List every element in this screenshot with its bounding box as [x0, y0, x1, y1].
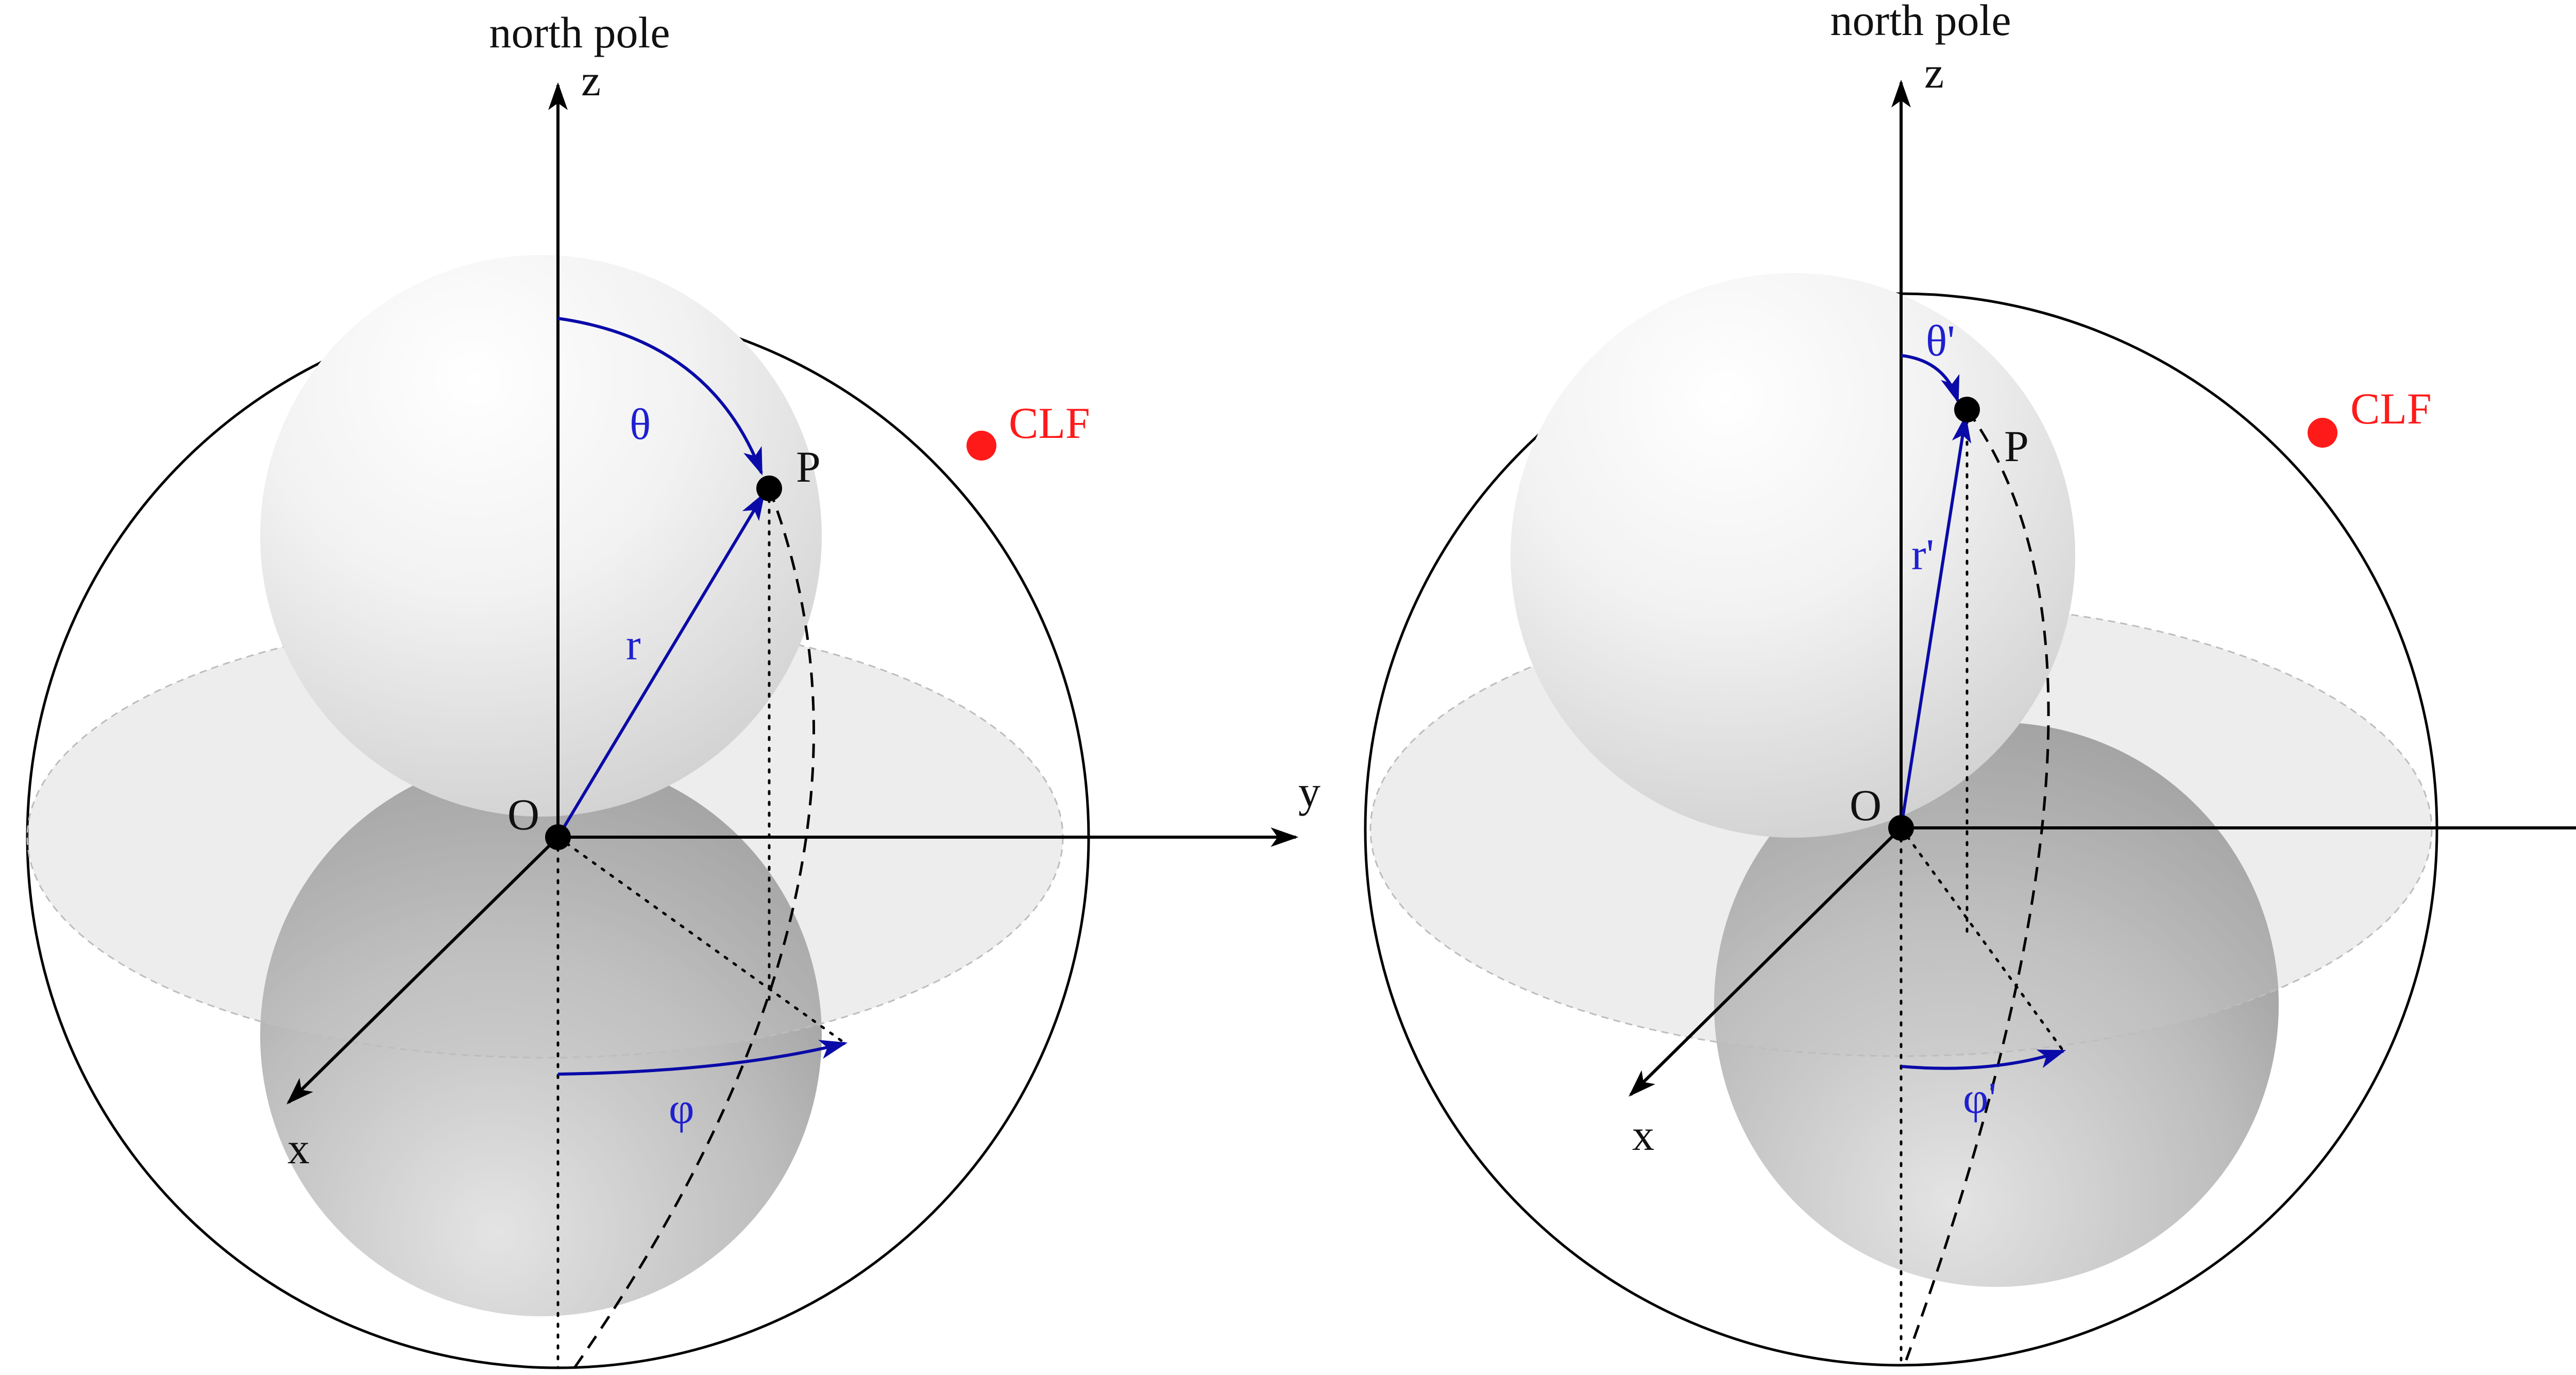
origin-label: O	[1850, 780, 1882, 830]
x-axis	[1629, 826, 1903, 1097]
meridian-arc	[573, 488, 815, 1369]
radius-label: r	[626, 620, 641, 669]
azimuth-angle-label: φ	[669, 1083, 694, 1133]
lower-lobe	[1714, 722, 2279, 1287]
azimuth-angle-arc	[557, 1040, 848, 1076]
x-axis	[286, 836, 560, 1105]
polar-angle-label: θ'	[1926, 316, 1955, 365]
polar-angle-arc	[557, 317, 763, 476]
right-panel: north pole z y x O P CLF r' θ' φ'	[1364, 0, 2576, 1367]
north-pole-label: north pole	[1830, 0, 2011, 45]
clf-label: CLF	[1009, 398, 1090, 448]
left-panel: north pole z y x O P CLF r θ φ	[26, 8, 1320, 1369]
lower-lobe	[260, 755, 822, 1316]
meridian-arc	[1905, 409, 2050, 1361]
clf-marker	[2308, 418, 2337, 448]
azimuth-angle-arc	[1901, 1049, 2066, 1070]
z-axis-label: z	[1924, 48, 1944, 97]
x-axis-label: x	[287, 1124, 310, 1173]
origin-point	[545, 824, 571, 850]
y-axis-label: y	[1298, 767, 1320, 816]
point-p-label: P	[2004, 421, 2029, 471]
x-axis-label: x	[1632, 1110, 1654, 1160]
origin-label: O	[507, 790, 539, 839]
north-pole-label: north pole	[489, 8, 670, 57]
point-p-marker	[756, 476, 782, 501]
radius-vector	[556, 492, 765, 838]
point-p-marker	[1954, 397, 1980, 422]
origin-point	[1888, 815, 1914, 841]
upper-lobe	[1511, 273, 2075, 838]
clf-marker	[967, 431, 996, 461]
z-axis-label: z	[581, 56, 601, 105]
polar-angle-arc	[1901, 354, 1960, 404]
upper-lobe	[260, 255, 822, 817]
clf-label: CLF	[2350, 384, 2432, 433]
projection-ray	[556, 836, 846, 1045]
azimuth-angle-label: φ'	[1963, 1073, 1996, 1123]
radius-label: r'	[1911, 530, 1934, 579]
polar-angle-label: θ	[630, 399, 651, 449]
point-p-label: P	[796, 442, 821, 491]
radius-vector	[1900, 414, 1972, 828]
projection-ray	[1900, 826, 2065, 1053]
